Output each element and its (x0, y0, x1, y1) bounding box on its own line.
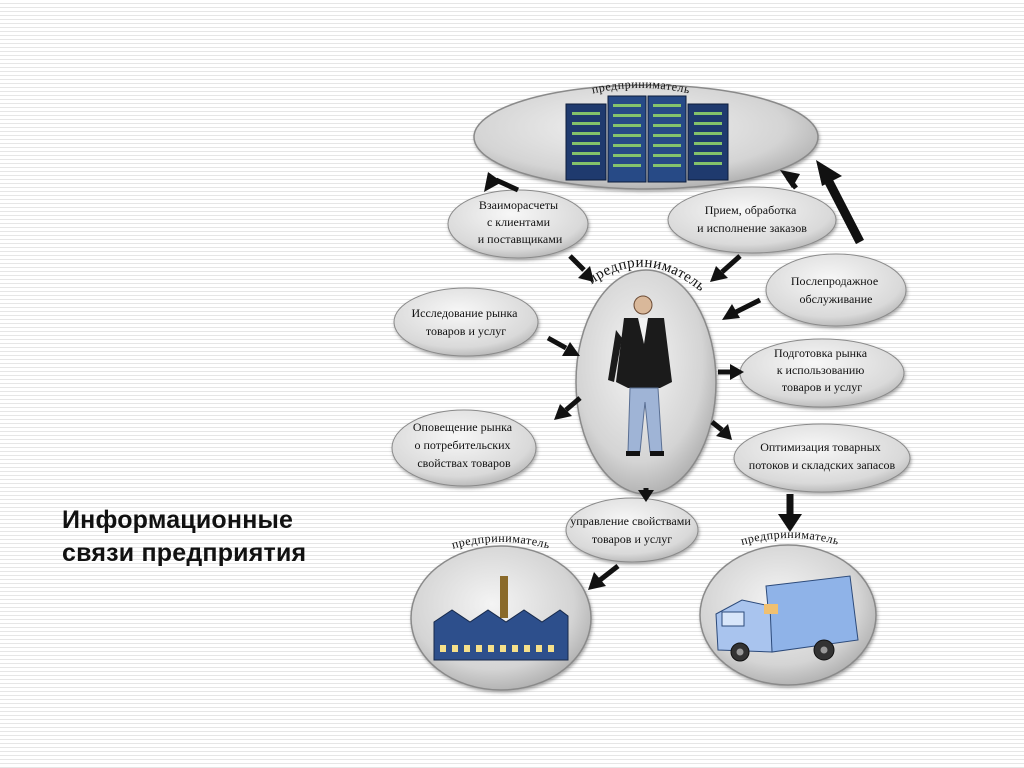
pill-settlements: Взаиморасчеты с клиентами и поставщиками (447, 189, 589, 259)
pill-after-sales-line-1: Послепродажное (791, 274, 878, 288)
flow-arrows (484, 160, 864, 590)
arrow-center-to-product-mgmt (638, 488, 654, 502)
center-entrepreneur-node: предприниматель (575, 255, 717, 495)
arrow-after-sales-to-center (722, 297, 762, 320)
pill-notification-line-2: о потребительских (414, 438, 510, 452)
pill-after-sales-line-2: обслуживание (800, 292, 873, 306)
pill-market-research-line-1: Исследование рынка (411, 306, 518, 320)
pill-settlements-line-1: Взаиморасчеты (479, 198, 558, 212)
factory-node-label: предприниматель (450, 531, 552, 552)
pill-market-research-line-2: товаров и услуг (426, 324, 506, 338)
arrow-logistics-to-truck (778, 494, 802, 532)
pill-orders: Прием, обработка и исполнение заказов (667, 186, 837, 254)
pill-orders-line-1: Прием, обработка (705, 203, 797, 217)
pill-product-mgmt-line-2: товаров и услуг (592, 532, 672, 546)
slide-title-line-1: Информационные (62, 506, 294, 534)
pill-market-prep-line-3: товаров и услуг (782, 380, 862, 394)
truck-node-label: предприниматель (739, 527, 841, 548)
pill-notification-line-3: свойствах товаров (417, 456, 511, 470)
factory-entrepreneur-node: предприниматель (410, 531, 592, 691)
svg-text:Послепродажное обслужива: Послепродажное обслуживание (791, 274, 881, 306)
arrow-orders-to-top (780, 170, 800, 190)
pill-settlements-line-3: и поставщиками (478, 232, 563, 246)
pill-market-prep: Подготовка рынка к использованию товаров… (739, 338, 905, 408)
pill-product-mgmt: управление свойствами товаров и услуг (565, 497, 699, 563)
slide-title-line-2: связи предприятия (62, 539, 307, 567)
pill-settlements-line-2: с клиентами (487, 215, 551, 229)
top-node-label: предприниматель (590, 77, 691, 97)
truck-icon (715, 575, 859, 662)
businessman-icon (608, 295, 672, 456)
arrow-settlements-to-center (568, 254, 594, 282)
pill-logistics: Оптимизация товарных потоков и складских… (733, 423, 911, 493)
pill-market-prep-line-2: к использованию (777, 363, 865, 377)
svg-text:Оповещение рынка о потре: Оповещение рынка о потребительских свойс… (413, 420, 515, 470)
pill-notification-line-1: Оповещение рынка (413, 420, 513, 434)
arrow-center-to-logistics (710, 420, 732, 440)
pill-notification: Оповещение рынка о потребительских свойс… (391, 409, 537, 487)
pill-product-mgmt-line-1: управление свойствами (570, 514, 691, 528)
arrow-product-mgmt-to-factory (588, 564, 620, 590)
arrow-center-to-notification (554, 396, 582, 420)
pill-orders-line-2: и исполнение заказов (697, 221, 807, 235)
factory-icon (433, 576, 569, 661)
arrow-market-research-to-center (546, 335, 580, 356)
pill-market-prep-line-1: Подготовка рынка (774, 346, 868, 360)
arrow-after-sales-to-top (816, 160, 864, 245)
top-entrepreneur-node: предприниматель (473, 77, 819, 190)
server-racks-icon (565, 95, 729, 183)
svg-text:Взаиморасчеты с клиентам: Взаиморасчеты с клиентами и поставщиками (478, 198, 563, 246)
svg-text:Оптимизация товарных пот: Оптимизация товарных потоков и складских… (749, 440, 896, 472)
arrow-settlements-to-top (484, 172, 520, 193)
pill-market-research: Исследование рынка товаров и услуг (393, 287, 539, 357)
svg-text:Прием, обработка и испол: Прием, обработка и исполнение заказов (697, 203, 807, 235)
truck-entrepreneur-node: предприниматель (699, 527, 877, 686)
pill-logistics-line-1: Оптимизация товарных (760, 440, 881, 454)
svg-text:Исследование рынка товар: Исследование рынка товаров и услуг (411, 306, 520, 338)
slide-title: Информационные связи предприятия (62, 504, 402, 570)
arrow-center-to-market-prep (718, 364, 744, 380)
svg-text:управление свойствами то: управление свойствами товаров и услуг (570, 514, 694, 546)
arrow-orders-to-center (710, 254, 742, 282)
pill-logistics-line-2: потоков и складских запасов (749, 458, 896, 472)
pill-after-sales: Послепродажное обслуживание (765, 253, 907, 327)
svg-text:Подготовка рынка к испол: Подготовка рынка к использованию товаров… (774, 346, 870, 394)
